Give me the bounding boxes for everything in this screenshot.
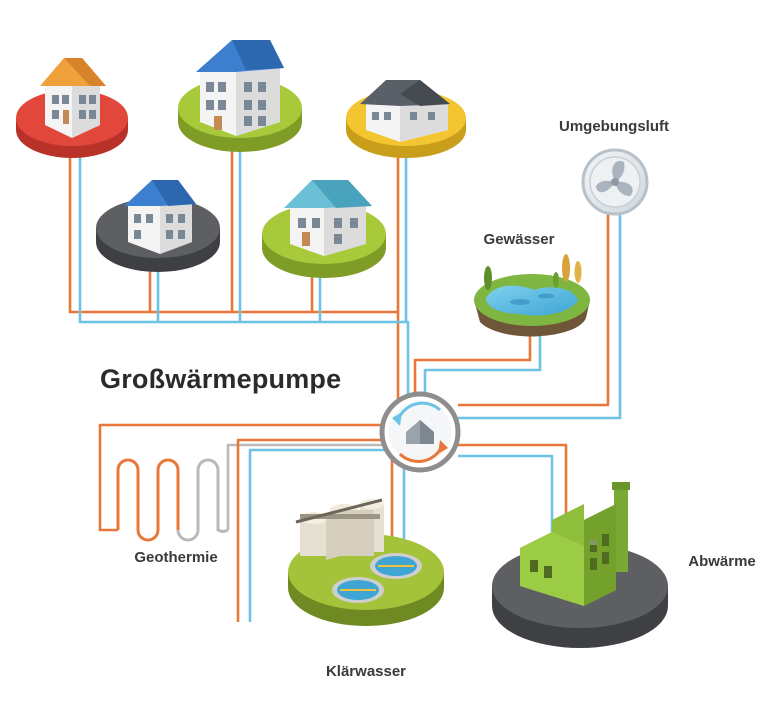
geothermal-label: Geothermie xyxy=(134,549,217,566)
diagram-title: Großwärmepumpe xyxy=(100,364,342,394)
house-icon xyxy=(262,180,386,278)
treatment-plant-icon xyxy=(288,498,444,626)
geo-pipe-cold xyxy=(226,443,385,530)
ambient-air-label: Umgebungsluft xyxy=(559,118,669,135)
air-pipe-cold xyxy=(458,212,622,420)
waste-heat-label: Abwärme xyxy=(688,553,756,570)
pond-icon xyxy=(474,254,590,337)
geo-pipe-hot xyxy=(98,423,385,532)
sewage-pipe-cold xyxy=(248,448,390,622)
water-pipe-cold xyxy=(423,330,542,400)
fan-icon xyxy=(581,148,649,216)
pump-icon xyxy=(379,391,461,473)
house-icon xyxy=(346,80,466,158)
house-icon xyxy=(96,180,220,272)
return-pipes xyxy=(78,150,410,400)
sewage-water-label: Klärwasser xyxy=(326,663,406,680)
air-pipe-hot xyxy=(458,212,610,407)
geothermal-loop-icon xyxy=(116,458,180,542)
water-pipe-hot xyxy=(413,330,532,400)
water-body-label: Gewässer xyxy=(484,231,555,248)
house-icon xyxy=(178,40,302,152)
factory-icon xyxy=(492,482,668,648)
house-icon xyxy=(16,58,128,158)
sewage-pipe-hot xyxy=(236,438,390,622)
